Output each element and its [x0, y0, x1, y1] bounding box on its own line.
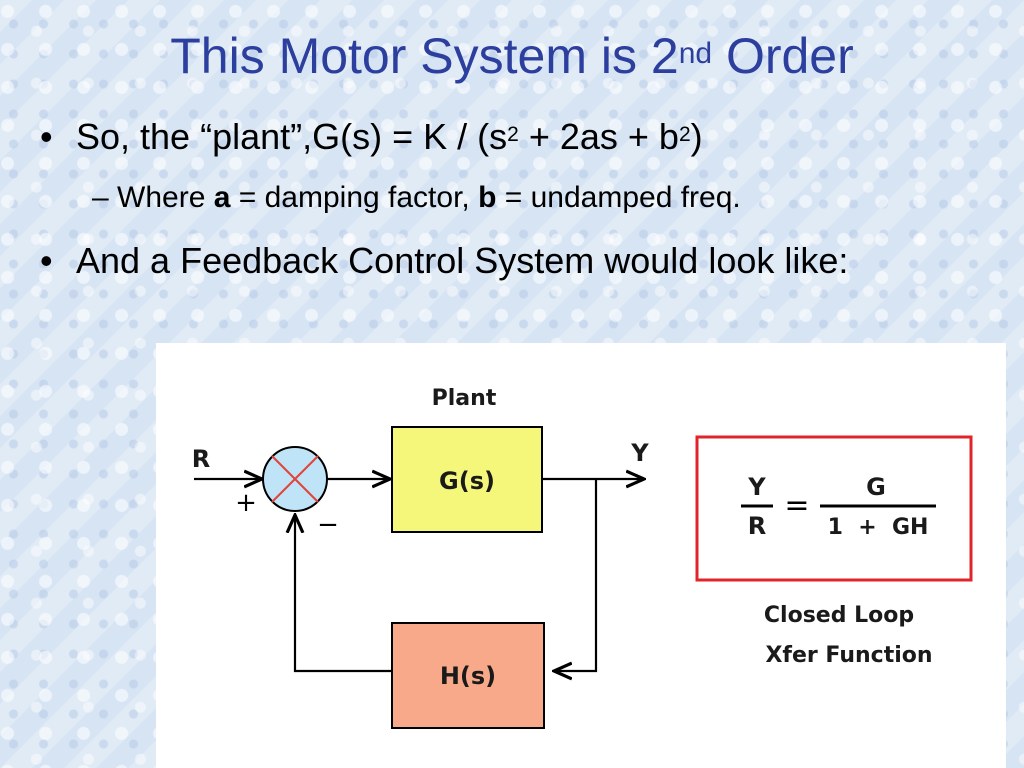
feedback-path-to-h	[554, 479, 598, 671]
summer-cross-2	[271, 455, 319, 503]
feedback-block-h	[391, 622, 545, 729]
bullet1-mid: + 2as + b	[518, 116, 679, 157]
title-superscript: nd	[678, 37, 713, 70]
title-main: This Motor System is 2	[170, 28, 679, 84]
output-label-y: Y	[630, 439, 649, 467]
tf-den-right: 1 + GH	[828, 515, 929, 540]
forward-block-label: G(s)	[439, 467, 495, 495]
tf-den-left: R	[748, 512, 766, 540]
bullet2-text: And a Feedback Control System would look…	[76, 240, 849, 281]
sub-b: b	[478, 181, 497, 214]
block-diagram-svg: Plant R + − G(s) Y H(s) Y R =	[192, 386, 973, 729]
tf-num-right: G	[866, 473, 886, 501]
sub-where: Where	[117, 181, 214, 214]
plus-sign: +	[235, 488, 257, 518]
tf-equals: =	[784, 488, 809, 523]
bullet-dot: •	[40, 116, 53, 157]
transfer-function-box	[695, 435, 973, 582]
forward-block-g	[391, 426, 543, 533]
caption-line-1: Closed Loop	[764, 603, 914, 628]
minus-sign: −	[317, 510, 339, 540]
feedback-return-arrow	[295, 515, 392, 673]
bullet-plant: • So, the “plant”,G(s) = K / (s2 + 2as +…	[40, 114, 703, 160]
caption-line-2: Xfer Function	[765, 643, 932, 668]
title-end: Order	[712, 28, 854, 84]
feedback-block-label: H(s)	[440, 662, 496, 690]
sub-a: a	[213, 181, 231, 214]
sub-bullet-where: – Where a = damping factor, b = undamped…	[92, 178, 741, 218]
input-label-r: R	[192, 445, 210, 473]
sub-b-desc: = undamped freq.	[496, 181, 741, 214]
sub-dash: –	[92, 181, 109, 214]
bullet1-end: )	[690, 116, 703, 157]
bullet-feedback: • And a Feedback Control System would lo…	[40, 238, 976, 284]
tf-num-left: Y	[747, 473, 766, 501]
plant-label: Plant	[432, 386, 497, 411]
bullet-dot: •	[40, 240, 53, 281]
bullet1-sup2: 2	[678, 123, 691, 146]
summing-junction	[262, 446, 328, 512]
slide-title: This Motor System is 2nd Order	[0, 26, 1024, 86]
block-diagram-figure: Plant R + − G(s) Y H(s) Y R =	[156, 343, 1006, 768]
bullet1-sup1: 2	[507, 123, 519, 146]
sub-a-desc: = damping factor,	[230, 181, 479, 214]
bullet1-prefix: So, the “plant”,G(s) = K / (s	[76, 116, 508, 157]
